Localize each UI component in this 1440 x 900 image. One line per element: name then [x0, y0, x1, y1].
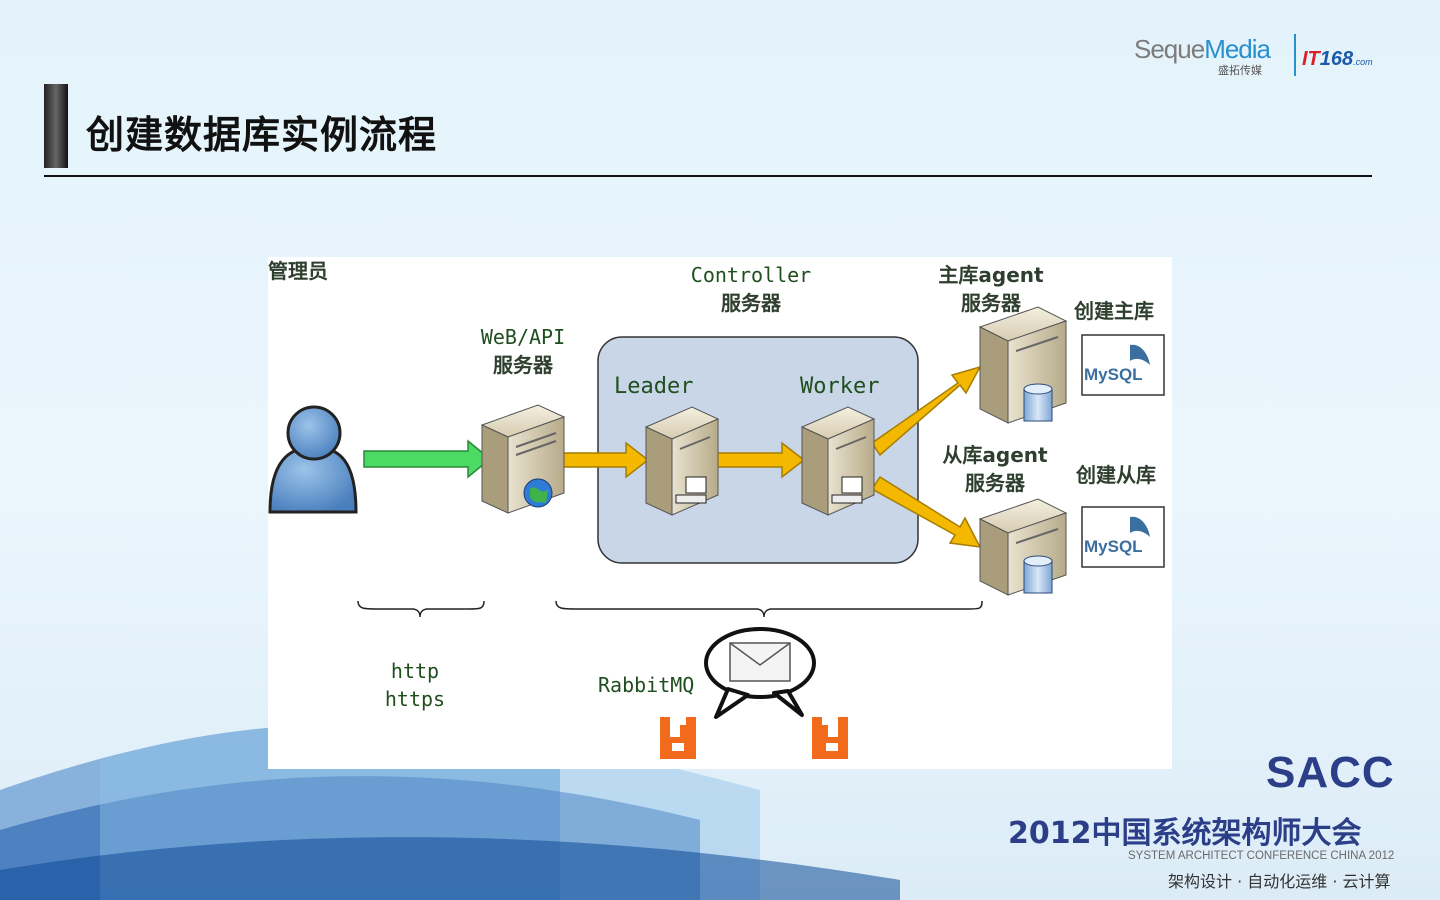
mysql-slave-text: MySQL — [1084, 537, 1143, 556]
it168-logo: IT168.com — [1302, 48, 1373, 71]
conference-tagline: 架构设计 · 自动化运维 · 云计算 — [1168, 872, 1391, 891]
slave-agent-label-line2: 服务器 — [965, 471, 1025, 495]
master-agent-label-line1: 主库agent — [938, 263, 1044, 287]
logo-divider — [1294, 34, 1296, 76]
it-number: 168 — [1319, 48, 1354, 70]
leader-label: Leader — [614, 374, 694, 399]
conference-name-cn: 2012中国系统架构师大会 — [1008, 816, 1362, 851]
protocol-https: https — [384, 687, 446, 711]
worker-server-icon — [800, 406, 876, 516]
diagram-graphics — [268, 306, 1165, 759]
it-suffix: .com — [1353, 57, 1373, 67]
arrow-worker-to-master — [870, 365, 982, 457]
web-api-label-line1: WeB/API — [480, 325, 566, 349]
sacc-logo: SACC — [1266, 748, 1395, 797]
web-api-label: WeB/API 服务器 — [468, 323, 578, 379]
web-api-label-line2: 服务器 — [493, 353, 553, 377]
rabbitmq-label: RabbitMQ — [598, 673, 695, 697]
rabbitmq-logo-right-icon — [812, 717, 848, 759]
mq-brace — [555, 600, 983, 618]
create-slave-label: 创建从库 — [1076, 463, 1156, 487]
slave-agent-server-icon — [978, 498, 1068, 596]
conference-name-en: SYSTEM ARCHITECT CONFERENCE CHINA 2012 — [1128, 850, 1395, 862]
slide-title: 创建数据库实例流程 — [86, 113, 438, 157]
master-agent-label-line2: 服务器 — [961, 291, 1021, 315]
controller-label: Controller 服务器 — [686, 261, 816, 317]
controller-label-line2: 服务器 — [721, 291, 781, 315]
protocol-http: http — [390, 659, 440, 683]
slave-agent-label: 从库agent 服务器 — [936, 441, 1054, 497]
seque-brand-part1: Seque — [1134, 34, 1205, 64]
mysql-master-box — [1081, 334, 1165, 396]
title-accent-bar — [44, 84, 68, 168]
web-api-server-icon — [480, 404, 566, 514]
create-master-label: 创建主库 — [1074, 299, 1154, 323]
arrow-leader-to-worker — [705, 441, 806, 479]
title-divider — [44, 175, 1372, 177]
master-agent-label: 主库agent 服务器 — [932, 261, 1050, 317]
worker-label: Worker — [800, 374, 880, 399]
master-agent-server-icon — [978, 306, 1068, 424]
leader-server-icon — [644, 406, 720, 516]
arrow-worker-to-slave — [870, 475, 982, 548]
seque-brand-part2: Media — [1204, 34, 1271, 64]
architecture-diagram: 管理员 WeB/API 服务器 Controller 服务器 Leader Wo… — [268, 257, 1172, 769]
mysql-slave-dolphin-icon — [1130, 516, 1150, 537]
mysql-master-dolphin-icon — [1130, 344, 1150, 365]
admin-user-icon — [268, 405, 358, 514]
http-brace — [357, 600, 485, 618]
controller-label-line1: Controller — [690, 263, 812, 287]
slave-agent-label-line1: 从库agent — [942, 443, 1048, 467]
rabbitmq-logo-left-icon — [660, 717, 696, 759]
arrow-admin-to-web — [363, 439, 492, 479]
sequemedia-logo: SequeMedia 盛拓传媒 — [1134, 34, 1271, 77]
admin-label: 管理员 — [268, 259, 328, 283]
mysql-slave-box — [1081, 506, 1165, 568]
protocol-label: http https — [380, 657, 450, 713]
it-prefix: IT — [1302, 48, 1320, 70]
mysql-master-text: MySQL — [1084, 365, 1143, 384]
message-bubble-icon — [704, 627, 816, 719]
seque-subtitle: 盛拓传媒 — [1218, 65, 1262, 77]
